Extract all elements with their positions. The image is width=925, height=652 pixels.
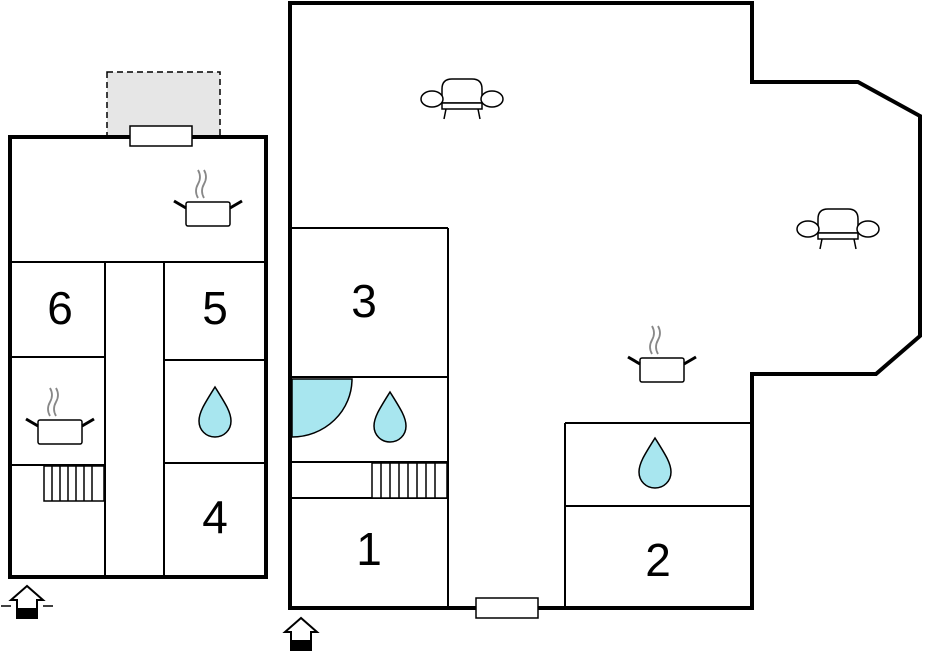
- entrance-house-icon: [284, 617, 318, 651]
- right-building: 3 1 2: [284, 1, 922, 651]
- entrance-house-icon: [1, 585, 53, 619]
- sofa-icon: [420, 78, 504, 120]
- room-number-3: 3: [351, 275, 377, 327]
- kitchen-pot-icon: [626, 324, 698, 384]
- room-number-5: 5: [202, 282, 228, 334]
- water-drop-icon: [373, 391, 407, 443]
- stairs-icon: [371, 462, 448, 499]
- room-number-2: 2: [645, 534, 671, 586]
- kitchen-pot-icon: [24, 386, 96, 446]
- bay-extension: [752, 80, 922, 376]
- stairs-icon: [43, 465, 105, 502]
- room-number-1: 1: [356, 523, 382, 575]
- left-building: 6 5 4: [1, 71, 268, 619]
- water-drop-icon: [638, 437, 672, 489]
- shower-corner-icon: [291, 378, 353, 438]
- kitchen-pot-icon: [172, 168, 244, 228]
- entrance-door: [475, 597, 539, 619]
- room-number-4: 4: [202, 491, 228, 543]
- balcony-door: [129, 125, 193, 147]
- water-drop-icon: [198, 386, 232, 438]
- room-number-6: 6: [47, 282, 73, 334]
- sofa-icon: [796, 208, 880, 250]
